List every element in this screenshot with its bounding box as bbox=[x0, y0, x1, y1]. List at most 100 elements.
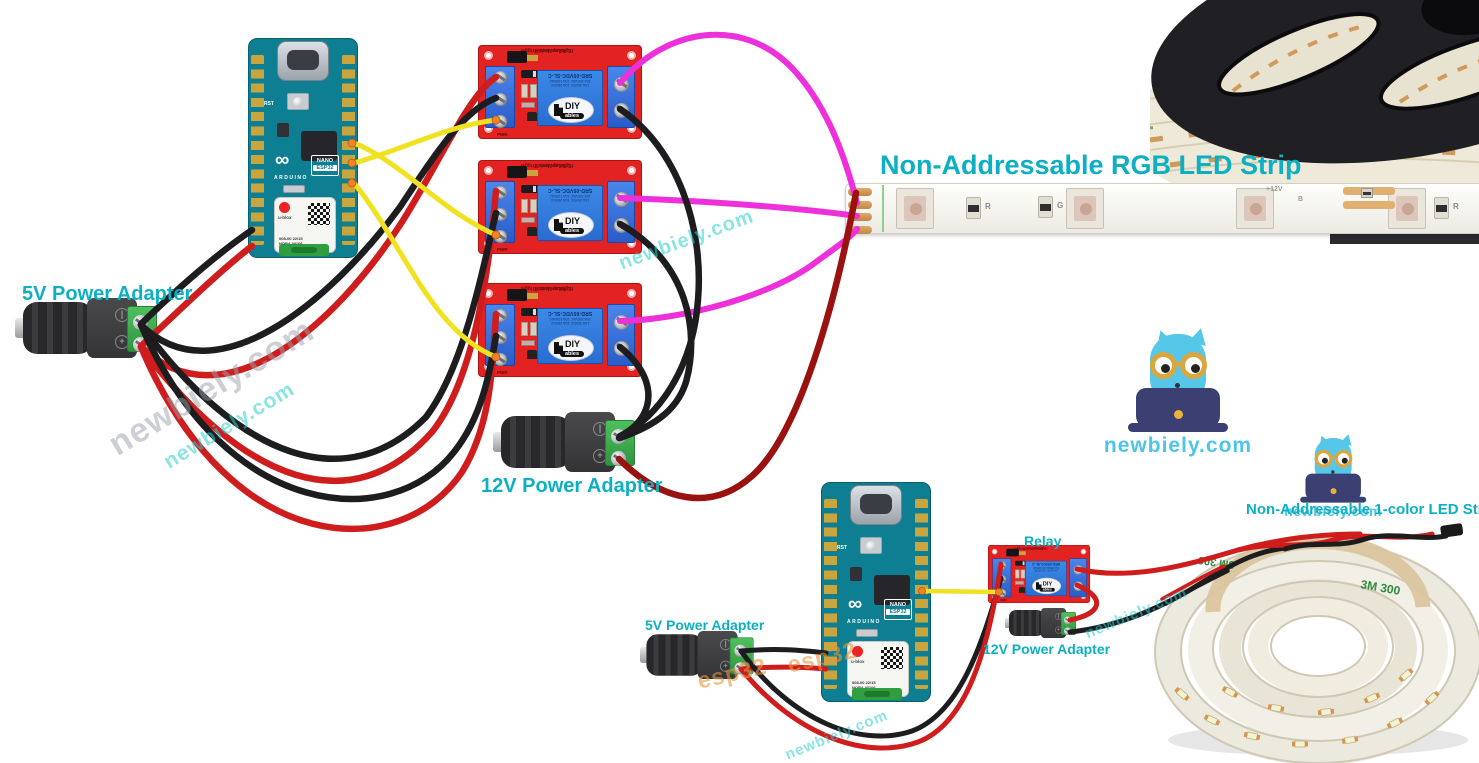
transistor bbox=[527, 350, 537, 359]
diyables-glyph-icon bbox=[554, 104, 563, 116]
diode bbox=[521, 308, 539, 316]
owl-eye-icon bbox=[1161, 364, 1170, 373]
resistor bbox=[530, 84, 537, 98]
newbiely-logo-small: newbiely.com bbox=[1284, 432, 1381, 519]
arduino-infinity-logo: ∞ bbox=[848, 593, 863, 615]
barrel-plug-grip bbox=[501, 416, 571, 468]
relay-header-text: High/Low level Trigger 1 Relay Module bbox=[520, 47, 574, 53]
antenna-tab bbox=[279, 244, 329, 256]
pin-header-right bbox=[915, 499, 928, 689]
screw bbox=[998, 561, 1007, 570]
screw bbox=[494, 353, 507, 366]
resistor bbox=[521, 84, 528, 98]
power-adapter-12v-mid: | + bbox=[493, 412, 635, 472]
newbiely-logo-text: newbiely.com bbox=[1284, 503, 1383, 520]
small-ic bbox=[850, 567, 862, 581]
rgb-led-strip: R G +12V B R bbox=[845, 183, 1479, 234]
relay-module-3: High/Low level Trigger 1 Relay Module 10… bbox=[478, 283, 642, 377]
wire-yellow-signal-3 bbox=[351, 180, 499, 360]
diode bbox=[1015, 560, 1027, 566]
owl-eye-icon bbox=[1341, 457, 1348, 464]
relay-input-terminal bbox=[485, 304, 515, 366]
arduino-nano-esp32-board-2: RST ∞ ARDUINO NANO ESP32 u-blox 008-00 2… bbox=[821, 482, 931, 702]
wire-black-gnd bbox=[137, 226, 256, 328]
reset-button bbox=[287, 93, 309, 110]
rgb-led bbox=[1388, 188, 1426, 229]
screw bbox=[614, 103, 629, 118]
owl-eye-icon bbox=[1191, 364, 1200, 373]
screw bbox=[1073, 565, 1084, 575]
rst-label: RST bbox=[837, 545, 847, 551]
screw bbox=[494, 93, 507, 106]
pwr-label: PWR bbox=[999, 598, 1007, 602]
pwr-label: PWR bbox=[497, 247, 508, 252]
newbiely-logo: newbiely.com bbox=[1104, 326, 1251, 457]
barrel-plug-tip bbox=[1005, 618, 1011, 628]
screw bbox=[998, 575, 1007, 584]
strip-resistor bbox=[1361, 188, 1373, 198]
terminal-screw bbox=[1064, 616, 1072, 624]
component-switch bbox=[283, 185, 305, 193]
resistor bbox=[521, 217, 535, 223]
resistor bbox=[530, 322, 537, 336]
relay-input-terminal bbox=[485, 181, 515, 243]
strip-resistor bbox=[966, 197, 981, 219]
arduino-brand: ARDUINO bbox=[847, 619, 881, 625]
terminal-screw bbox=[133, 315, 148, 330]
owl-beak-icon bbox=[1331, 470, 1335, 474]
relay-module-4: High/Low level Trigger 1 Relay Module 10… bbox=[988, 545, 1091, 603]
jumper-block bbox=[507, 289, 527, 301]
relay-module-4-wrapper: High/Low level Trigger 1 Relay Module 10… bbox=[988, 545, 1091, 603]
label-one-color-led-strip: Non-Addressable 1-color LED Strip bbox=[1246, 501, 1479, 518]
jumper-block bbox=[507, 51, 527, 63]
laptop-logo-dot-icon bbox=[1174, 410, 1183, 419]
mount-hole bbox=[991, 548, 998, 555]
owl-glasses-icon bbox=[1334, 449, 1353, 468]
relay-module-1: High/Low level Trigger 1 Relay Module 10… bbox=[478, 45, 642, 139]
glasses-bridge-icon bbox=[1174, 362, 1182, 366]
terminal-screw bbox=[611, 451, 626, 466]
resistor bbox=[521, 340, 535, 346]
tape-3m-text: 3M 300 bbox=[1197, 554, 1235, 571]
wire-magenta-r bbox=[617, 31, 860, 206]
strip-pad bbox=[848, 213, 872, 221]
owl-glasses-icon bbox=[1150, 352, 1177, 379]
terminal-screw bbox=[133, 337, 148, 352]
power-adapter-12v-bottom-wrapper: | + bbox=[1005, 608, 1076, 638]
label-rgb-led-strip: Non-Addressable RGB LED Strip bbox=[880, 150, 1302, 180]
component-switch bbox=[856, 629, 878, 637]
strip-resistor bbox=[1434, 197, 1449, 219]
screw bbox=[494, 71, 507, 84]
relay-header-text: High/Low level Trigger 1 Relay Module bbox=[520, 285, 574, 291]
relay-output-terminal bbox=[607, 181, 635, 243]
resistor bbox=[530, 199, 537, 213]
resistor bbox=[1020, 569, 1026, 579]
small-ic bbox=[277, 123, 289, 137]
laptop-logo-dot-icon bbox=[1330, 488, 1337, 495]
pin-header-right bbox=[342, 55, 355, 245]
wire-black-com1 bbox=[616, 105, 702, 440]
diode bbox=[521, 185, 539, 193]
pin-header-left bbox=[251, 55, 264, 245]
model-nano: NANO bbox=[889, 602, 907, 608]
ublox-label: u-blox bbox=[278, 215, 292, 220]
tape-3m-text: 3M 300 bbox=[1359, 577, 1401, 598]
arduino-infinity-logo: ∞ bbox=[275, 149, 290, 171]
owl-beak-icon bbox=[1175, 383, 1180, 388]
barrel-plug-grip bbox=[646, 634, 703, 676]
rgb-led bbox=[1236, 188, 1274, 229]
resistor bbox=[521, 199, 528, 213]
relay-output-terminal bbox=[1069, 558, 1087, 598]
mount-hole bbox=[484, 51, 493, 60]
power-adapter-12v-bottom: | + bbox=[1005, 608, 1076, 638]
label-5v-power-adapter-bottom: 5V Power Adapter bbox=[645, 617, 765, 633]
terminal-screw bbox=[1064, 627, 1072, 635]
led-strip-reel bbox=[1150, 0, 1479, 244]
diyables-glyph-icon bbox=[554, 342, 563, 354]
